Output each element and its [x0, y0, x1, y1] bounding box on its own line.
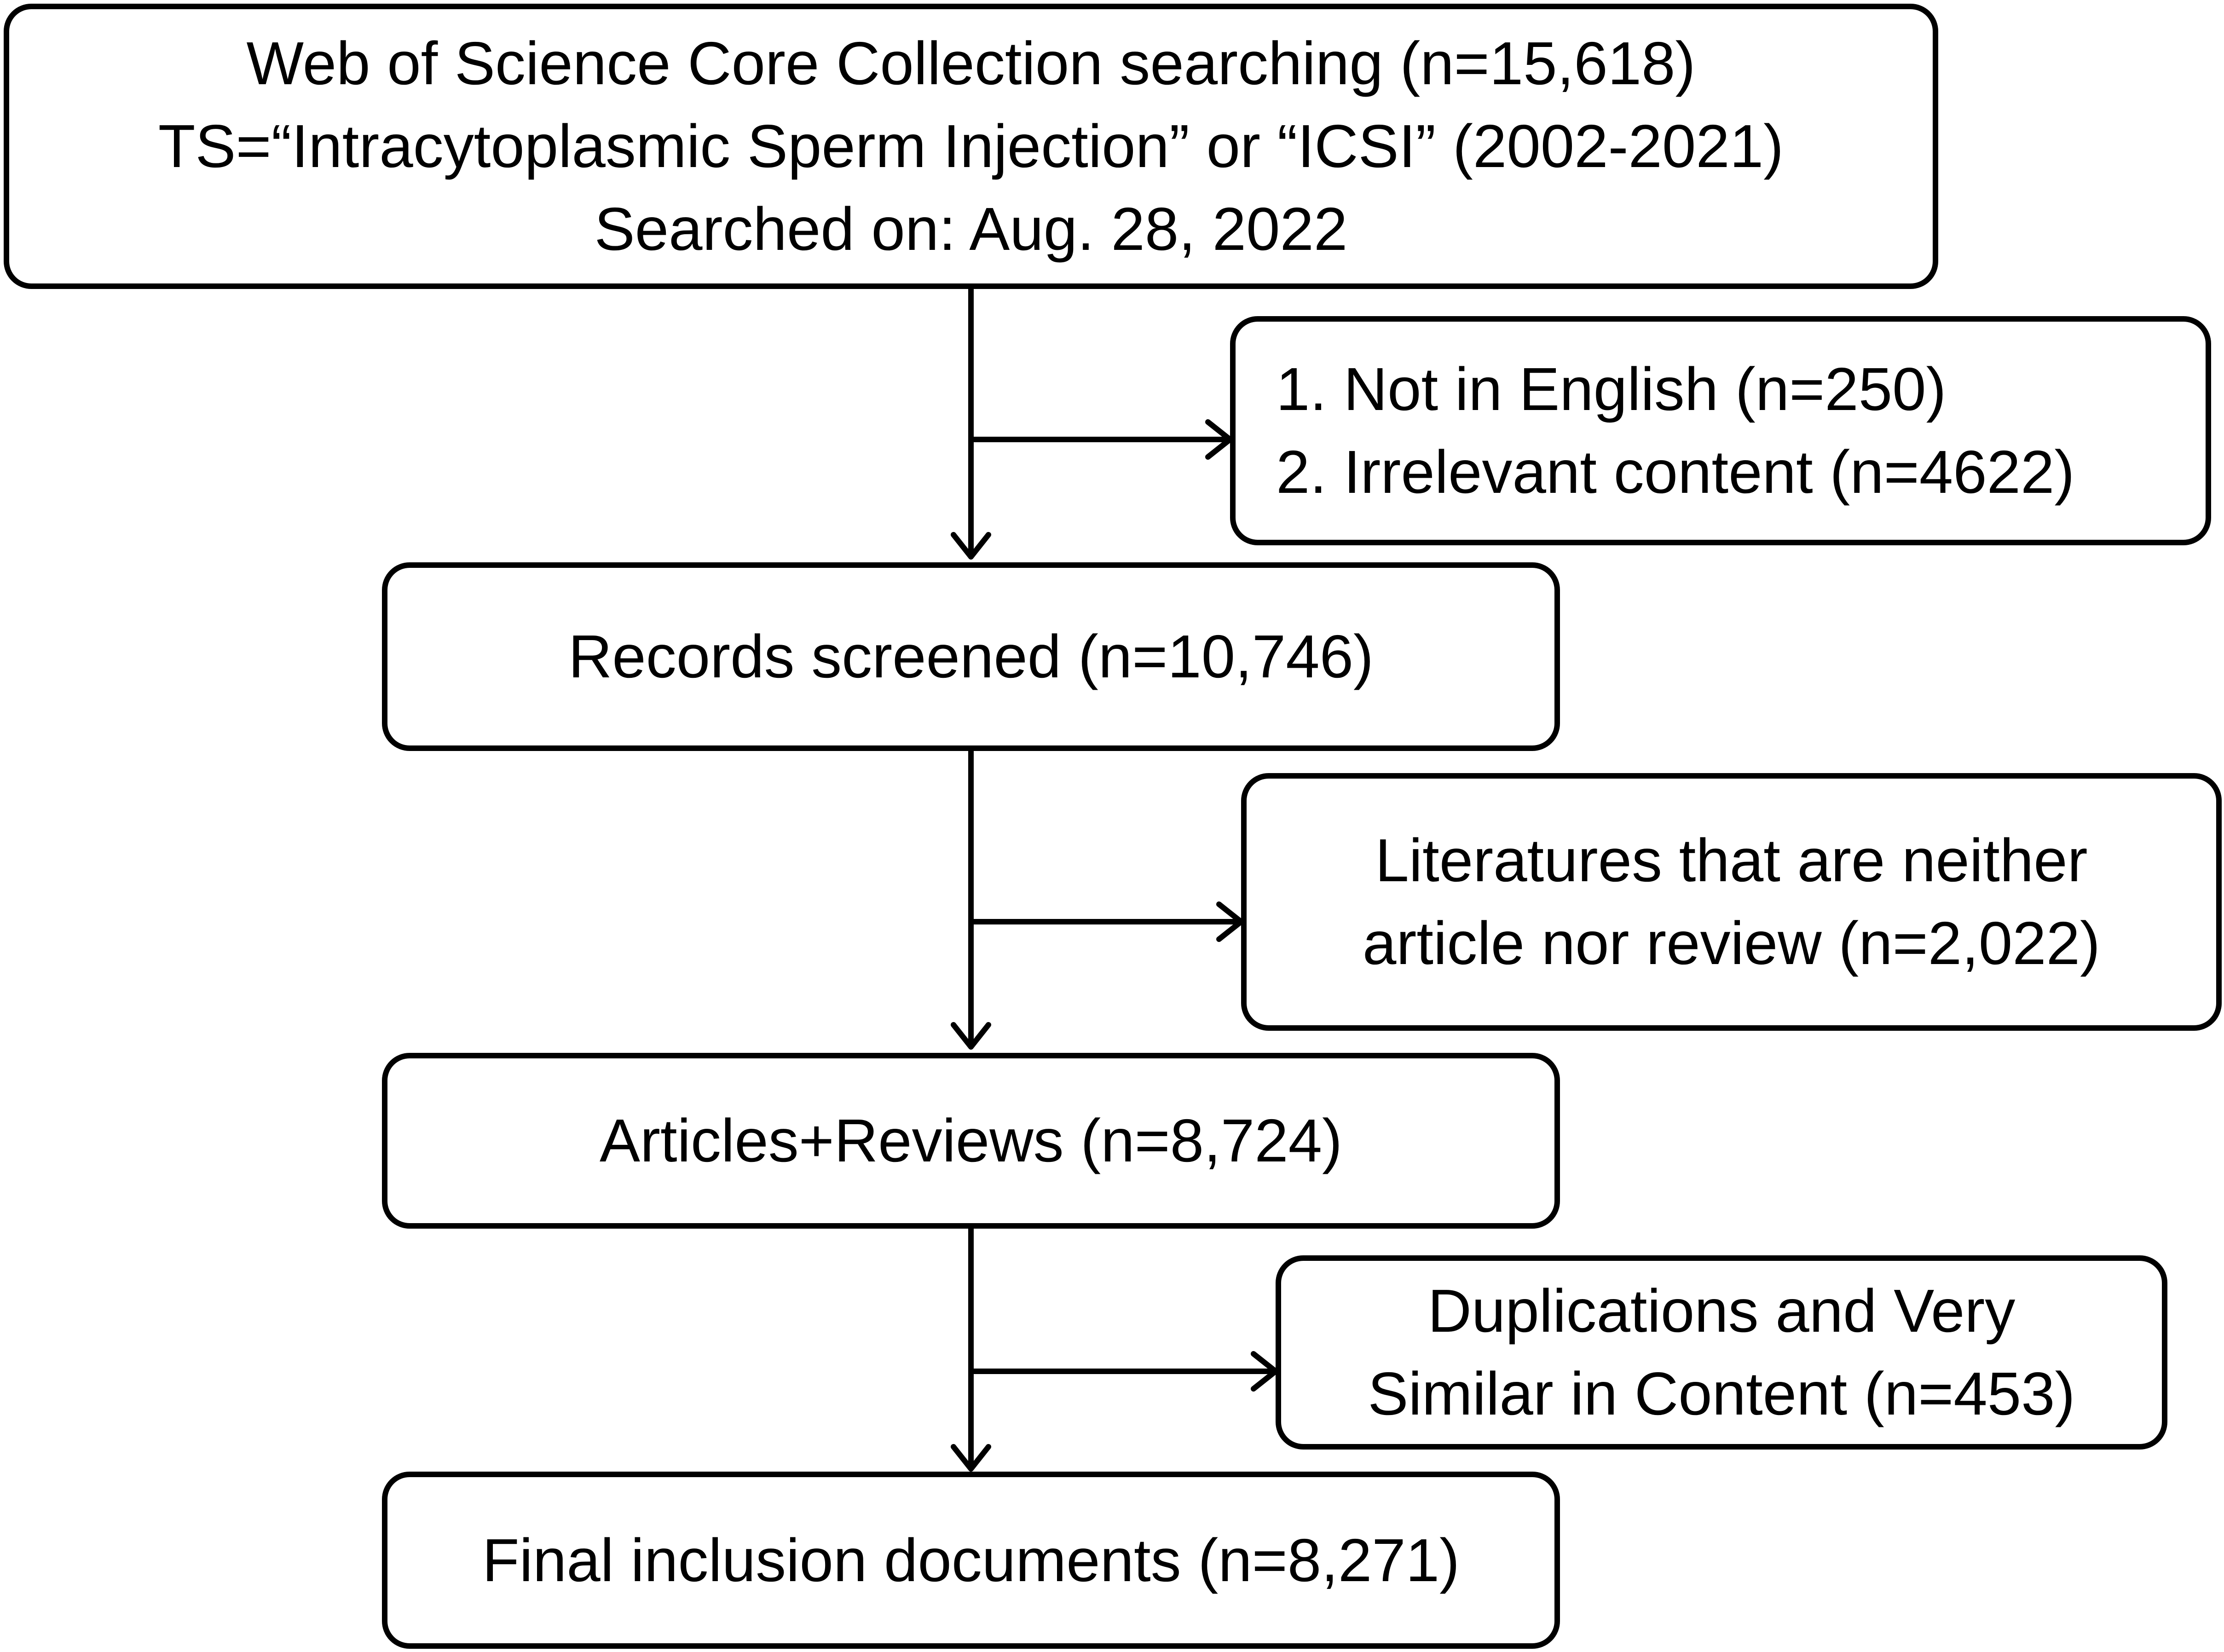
final-inclusion-box: Final inclusion documents (n=8,271): [382, 1472, 1560, 1649]
exclusion-box-1: 1. Not in English (n=250) 2. Irrelevant …: [1230, 316, 2211, 545]
flow-arrowhead-2: [951, 1022, 991, 1050]
search-box-line-2: TS=“Intracytoplasmic Sperm Injection” or…: [158, 112, 1784, 180]
exclusion-box-2: Literatures that are neither article nor…: [1241, 773, 2222, 1031]
records-screened-box: Records screened (n=10,746): [382, 562, 1560, 751]
articles-reviews-box: Articles+Reviews (n=8,724): [382, 1053, 1560, 1229]
exclusion-3-line-1: Duplications and Very: [1427, 1277, 2016, 1345]
records-screened-label: Records screened (n=10,746): [568, 623, 1374, 690]
exclusion-1-line-1: 1. Not in English (n=250): [1276, 355, 1947, 423]
search-box: Web of Science Core Collection searching…: [4, 4, 1938, 289]
exclusion-2-line-2: article nor review (n=2,022): [1362, 909, 2101, 977]
exclusion-1-line-2: 2. Irrelevant content (n=4622): [1276, 438, 2075, 506]
exclusion-2-line-1: Literatures that are neither: [1375, 826, 2088, 894]
exclusion-3-line-2: Similar in Content (n=453): [1368, 1360, 2075, 1427]
search-box-line-1: Web of Science Core Collection searching…: [246, 29, 1696, 97]
search-box-line-3: Searched on: Aug. 28, 2022: [594, 195, 1348, 263]
flow-arrowhead-3: [951, 1444, 991, 1472]
final-inclusion-label: Final inclusion documents (n=8,271): [482, 1526, 1460, 1594]
articles-reviews-label: Articles+Reviews (n=8,724): [599, 1107, 1343, 1174]
flow-arrowhead-1: [951, 532, 991, 560]
exclusion-box-3: Duplications and Very Similar in Content…: [1276, 1255, 2167, 1450]
